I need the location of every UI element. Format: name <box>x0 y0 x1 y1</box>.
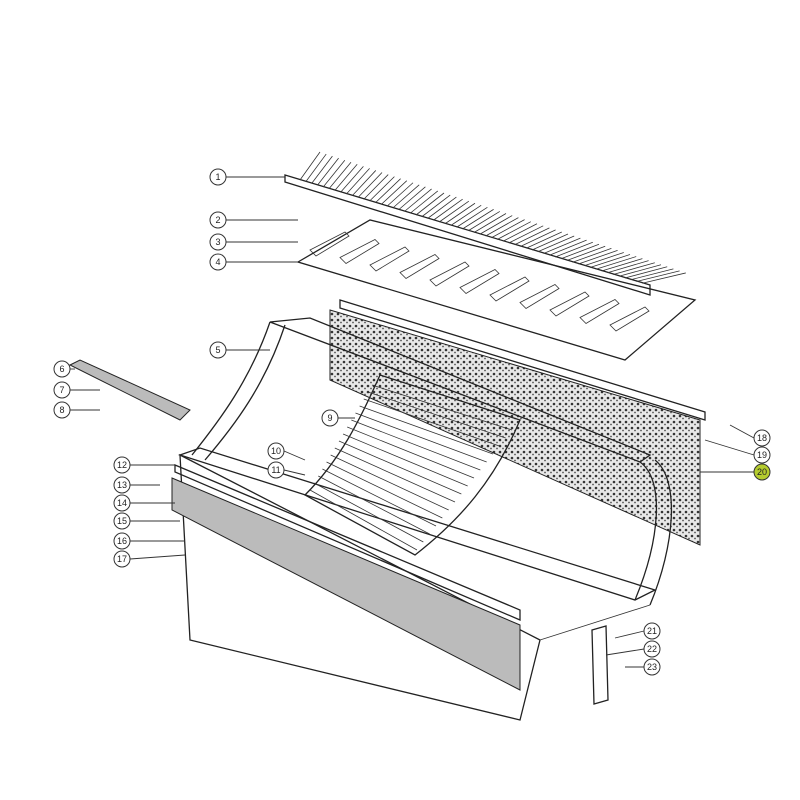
serrated-bar <box>68 359 191 421</box>
callout-3[interactable]: 3 <box>209 233 227 251</box>
callout-7[interactable]: 7 <box>53 381 71 399</box>
callout-15[interactable]: 15 <box>113 512 131 530</box>
callout-6[interactable]: 6 <box>53 360 71 378</box>
leader-line <box>614 630 645 639</box>
lower-angle-rail <box>174 464 521 621</box>
callout-number: 12 <box>117 460 127 470</box>
callout-22[interactable]: 22 <box>643 640 661 658</box>
concave-frame <box>177 317 673 721</box>
callout-number: 22 <box>647 644 657 654</box>
callout-17[interactable]: 17 <box>113 550 131 568</box>
callout-number: 7 <box>59 385 64 395</box>
callout-number: 1 <box>215 172 220 182</box>
callout-number: 3 <box>215 237 220 247</box>
slotted-plate <box>296 219 697 361</box>
callout-number: 18 <box>757 433 767 443</box>
callout-5[interactable]: 5 <box>209 341 227 359</box>
callout-number: 13 <box>117 480 127 490</box>
callout-number: 6 <box>59 364 64 374</box>
comb-strip <box>284 151 686 296</box>
callout-number: 11 <box>271 465 280 475</box>
callout-number: 5 <box>215 345 220 355</box>
callout-number: 10 <box>271 446 281 456</box>
callout-9[interactable]: 9 <box>321 409 339 427</box>
callout-21[interactable]: 21 <box>643 622 661 640</box>
callout-16[interactable]: 16 <box>113 532 131 550</box>
leader-line <box>605 648 645 656</box>
callout-12[interactable]: 12 <box>113 456 131 474</box>
callout-14[interactable]: 14 <box>113 494 131 512</box>
callout-18[interactable]: 18 <box>753 429 771 447</box>
callout-13[interactable]: 13 <box>113 476 131 494</box>
callout-number: 19 <box>757 450 767 460</box>
callout-number: 8 <box>59 405 64 415</box>
leader-line <box>283 469 306 476</box>
callout-number: 20 <box>757 467 767 477</box>
leader-line <box>729 424 755 439</box>
bracket <box>591 625 609 705</box>
callout-23[interactable]: 23 <box>643 658 661 676</box>
leader-line <box>129 554 186 560</box>
callout-4[interactable]: 4 <box>209 253 227 271</box>
leader-line <box>704 439 755 456</box>
callout-number: 23 <box>647 662 657 672</box>
rear-rail <box>339 299 706 421</box>
callout-number: 16 <box>117 536 127 546</box>
callout-number: 17 <box>117 554 127 564</box>
callout-11[interactable]: 11 <box>267 461 285 479</box>
callout-19[interactable]: 19 <box>753 446 771 464</box>
callout-number: 2 <box>215 215 220 225</box>
callout-1[interactable]: 1 <box>209 168 227 186</box>
callout-number: 9 <box>327 413 332 423</box>
callout-number: 4 <box>215 257 220 267</box>
callout-number: 15 <box>117 516 127 526</box>
callout-number: 21 <box>647 626 657 636</box>
callout-number: 14 <box>117 498 127 508</box>
leader-line <box>283 450 306 461</box>
lower-felt-strip <box>171 477 521 691</box>
callout-2[interactable]: 2 <box>209 211 227 229</box>
callout-8[interactable]: 8 <box>53 401 71 419</box>
callout-20[interactable]: 20 <box>753 463 771 481</box>
felt-seal-strip <box>329 309 701 546</box>
callout-10[interactable]: 10 <box>267 442 285 460</box>
concave-grate <box>303 374 521 556</box>
